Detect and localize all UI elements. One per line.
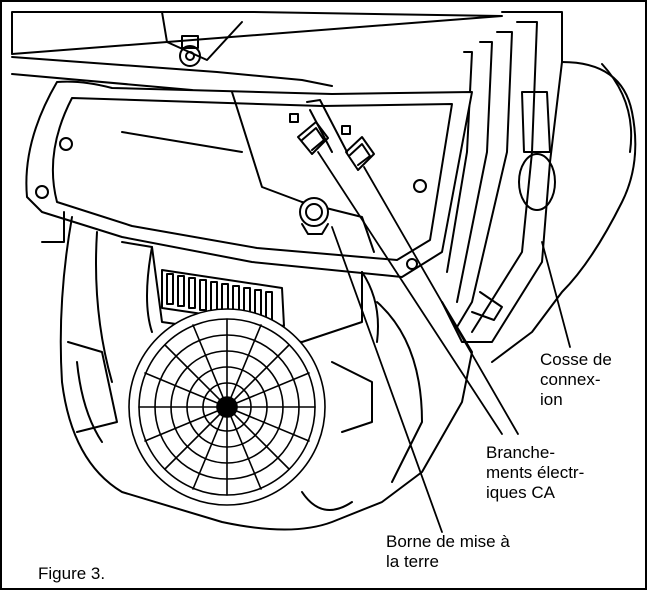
vent-slots	[161, 269, 285, 327]
callout-ac-connections: Branche- ments électr- iques CA	[486, 443, 584, 503]
callout-ground-line-2: la terre	[386, 552, 439, 571]
top-lid	[11, 11, 503, 91]
leader-ac-1	[317, 151, 503, 435]
right-housing	[441, 11, 637, 363]
callout-ground-terminal: Borne de mise à la terre	[386, 532, 510, 572]
callout-lug: Cosse de connex- ion	[540, 350, 612, 410]
callout-lug-line-2: connex-	[540, 370, 601, 389]
motor-body	[59, 216, 473, 531]
figure-caption: Figure 3.	[38, 564, 106, 583]
callout-lug-line-1: Cosse de	[540, 350, 612, 369]
callout-ac-line-2: ments électr-	[486, 463, 585, 482]
ac-terminals	[289, 99, 375, 171]
callout-ac-line-1: Branche-	[486, 443, 555, 462]
leader-lines	[317, 151, 571, 533]
leader-lug	[541, 241, 571, 348]
fan-grille	[128, 308, 326, 506]
callout-ac-line-3: iques CA	[486, 483, 555, 502]
leader-ground	[331, 226, 443, 533]
terminal-plate	[25, 80, 473, 278]
ground-terminal	[299, 197, 329, 235]
callout-ground-line-1: Borne de mise à	[386, 532, 510, 551]
leader-ac-2	[363, 166, 519, 435]
callout-lug-line-3: ion	[540, 390, 563, 409]
